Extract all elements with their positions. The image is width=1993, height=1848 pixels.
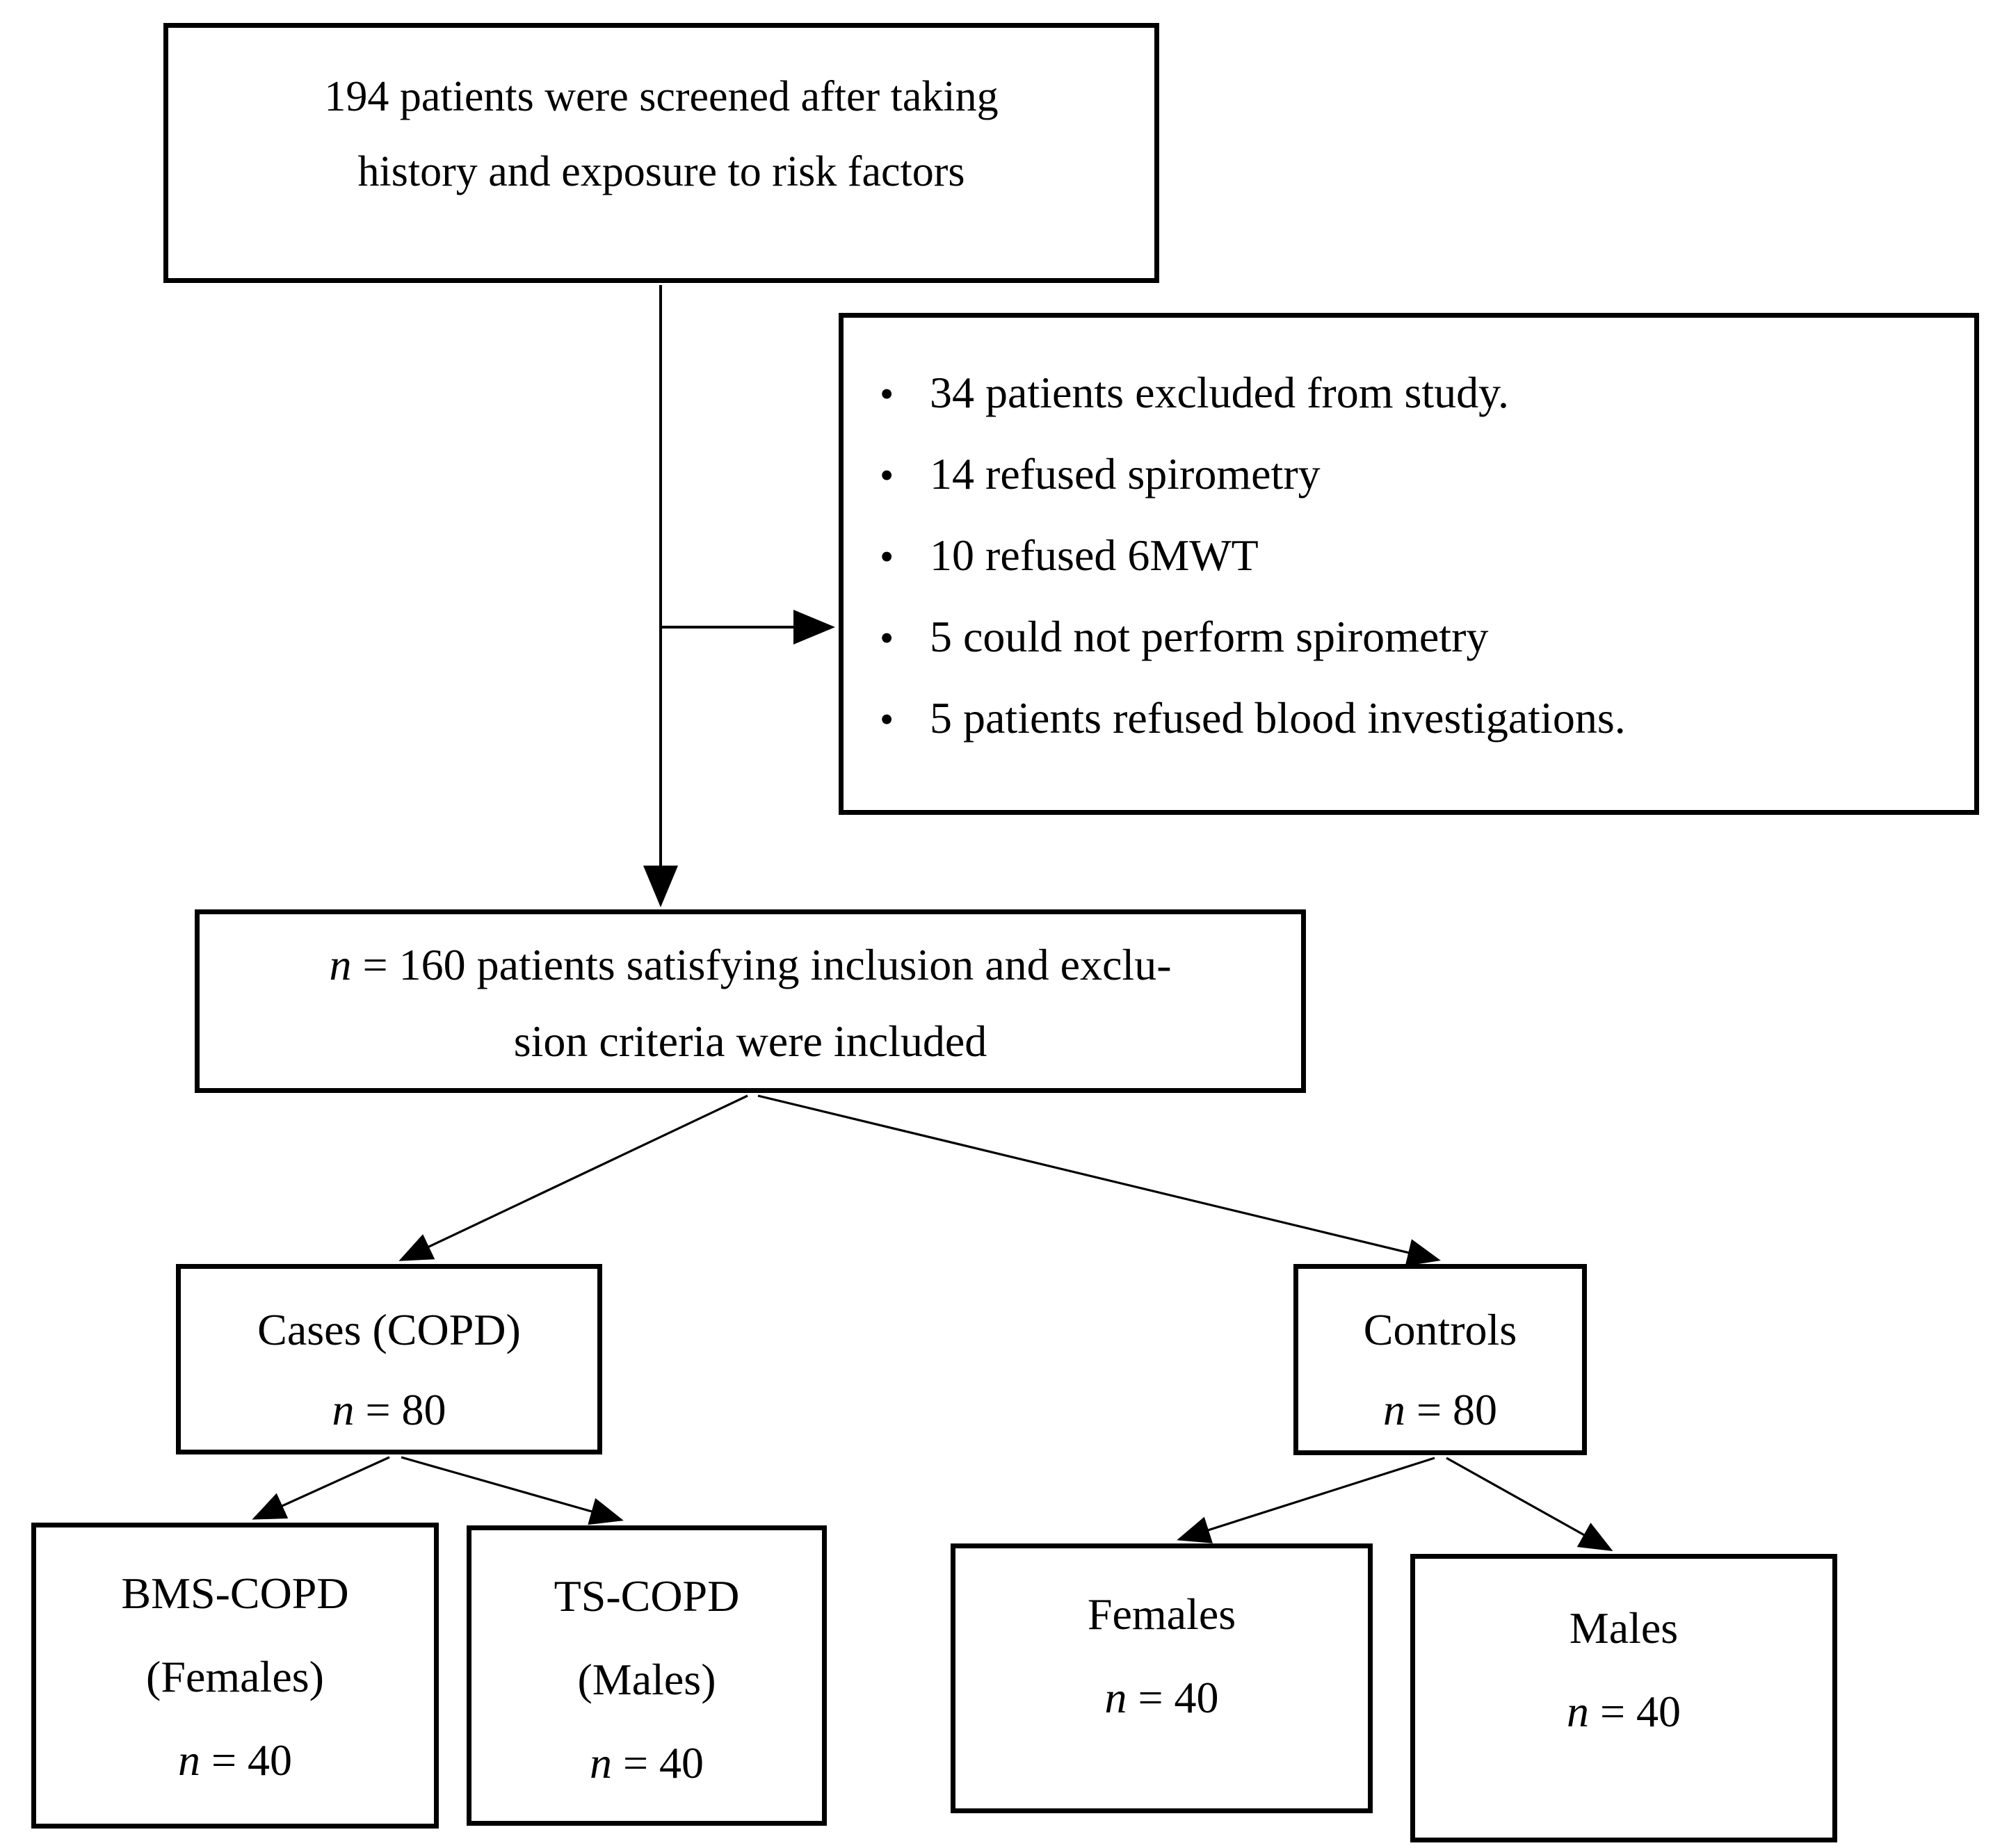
sample-size-var: n [332,1385,355,1434]
sample-size-var: n [329,940,352,989]
arrow-included-to-controls [757,1094,1441,1267]
cases-count-value: = 80 [354,1385,446,1434]
controls-box: Controls n = 80 [1293,1264,1587,1455]
females-count-value: = 40 [1127,1673,1219,1722]
cases-box: Cases (COPD) n = 80 [176,1264,602,1454]
exclusion-item-text: 10 refused 6MWT [930,530,1259,580]
sample-size-var: n [177,1735,200,1785]
screened-line-1: 194 patients were screened after taking [324,73,999,120]
males-count: n = 40 [1415,1670,1832,1753]
arrow-included-to-cases [398,1094,748,1261]
ts-copd-count: n = 40 [471,1721,822,1805]
included-line-2: sion criteria were included [513,1016,987,1066]
arrow-cases-to-ts-copd [401,1456,624,1525]
exclusion-item-text: 34 patients excluded from study. [930,368,1509,417]
males-box: Males n = 40 [1410,1554,1837,1842]
sample-size-var: n [1566,1687,1589,1736]
screened-box: 194 patients were screened after taking … [163,23,1159,283]
controls-title: Controls [1363,1305,1517,1354]
exclusion-item-1: • 34 patients excluded from study. [844,352,1974,434]
ts-copd-title: TS-COPD [554,1571,740,1621]
bullet-icon: • [880,534,894,579]
bullet-icon: • [880,697,894,742]
controls-count: n = 80 [1298,1370,1582,1450]
bms-copd-count: n = 40 [36,1719,434,1802]
exclusion-item-text: 5 patients refused blood investigations. [930,693,1626,743]
arrow-cases-to-bms-copd [252,1456,390,1520]
sample-size-var: n [1382,1385,1405,1434]
included-box: n = 160 patients satisfying inclusion an… [195,909,1306,1093]
females-box: Females n = 40 [951,1543,1373,1813]
arrow-controls-to-females [1177,1457,1435,1543]
exclusion-item-3: • 10 refused 6MWT [844,515,1974,597]
exclusion-item-text: 5 could not perform spirometry [930,612,1489,661]
females-count: n = 40 [955,1656,1368,1740]
bms-copd-subtitle: (Females) [146,1652,324,1701]
males-count-value: = 40 [1588,1687,1681,1736]
arrow-controls-to-males [1446,1457,1613,1551]
exclusions-box: • 34 patients excluded from study. • 14 … [839,313,1979,815]
exclusion-item-4: • 5 could not perform spirometry [844,597,1974,678]
sample-size-var: n [1104,1673,1127,1722]
bms-copd-title: BMS-COPD [121,1569,349,1618]
males-title: Males [1569,1603,1679,1653]
cases-title: Cases (COPD) [257,1305,521,1354]
screened-line-2: history and exposure to risk factors [357,148,965,195]
exclusion-item-text: 14 refused spirometry [930,449,1321,499]
included-line-1-text: = 160 patients satisfying inclusion and … [351,940,1172,989]
ts-copd-box: TS-COPD (Males) n = 40 [467,1525,827,1826]
females-title: Females [1087,1589,1236,1639]
bms-copd-box: BMS-COPD (Females) n = 40 [31,1523,439,1829]
ts-copd-subtitle: (Males) [577,1655,716,1704]
controls-count-value: = 80 [1405,1385,1498,1434]
ts-copd-count-value: = 40 [611,1738,704,1788]
bullet-icon: • [880,453,894,498]
exclusion-item-2: • 14 refused spirometry [844,434,1974,515]
bullet-icon: • [880,371,894,416]
included-line-1: n = 160 patients satisfying inclusion an… [200,927,1301,1003]
cases-count: n = 80 [181,1370,597,1450]
bms-copd-count-value: = 40 [200,1735,293,1785]
exclusion-item-5: • 5 patients refused blood investigation… [844,678,1974,759]
sample-size-var: n [589,1738,612,1788]
bullet-icon: • [880,615,894,660]
